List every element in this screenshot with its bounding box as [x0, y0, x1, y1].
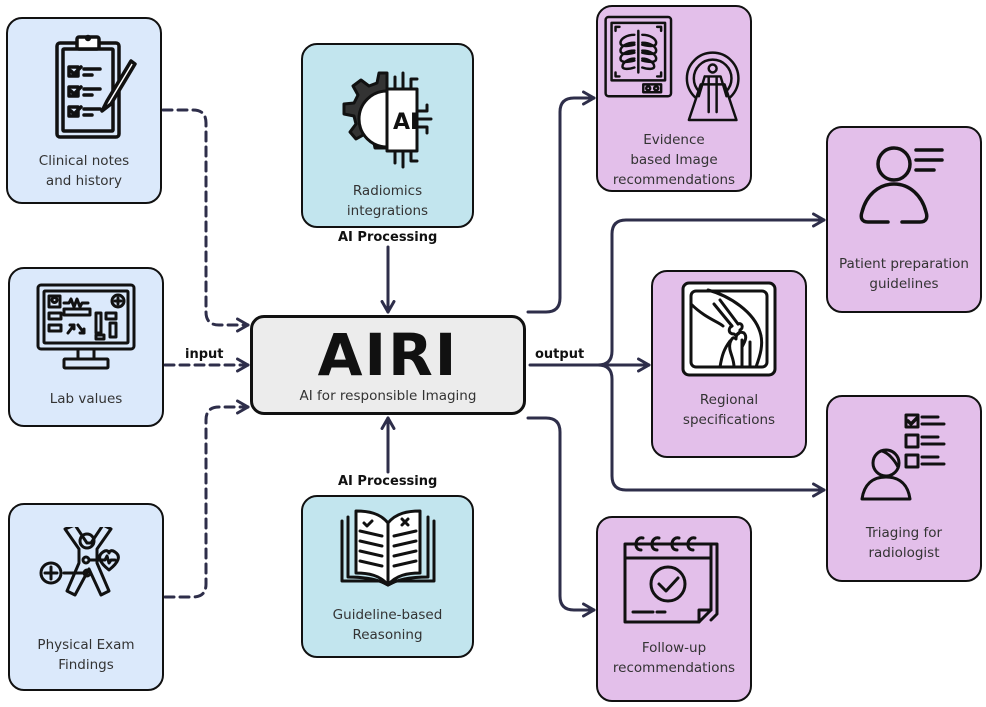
clipboard-checklist-icon [55, 34, 137, 139]
input-edge-label: input [185, 347, 224, 362]
ai-processing-top-label: AI Processing [338, 230, 438, 245]
output-node-triaging: Triaging for radiologist [826, 395, 982, 582]
processing-node-guideline-reasoning: Guideline-based Reasoning [301, 495, 474, 658]
input-node-clinical-notes: Clinical notes and history [6, 17, 162, 204]
output-edge-label: output [535, 347, 585, 362]
processing-node-radiomics: AI Radiomics integrations [301, 43, 474, 228]
calendar-check-icon [623, 536, 719, 624]
connector-airi-to-patient-prep [596, 212, 826, 367]
monitor-dashboard-icon [36, 283, 136, 370]
follow-up-label: Follow-up recommendations [612, 640, 736, 676]
output-node-patient-preparation: Patient preparation guidelines [826, 126, 982, 313]
open-book-icon [340, 509, 435, 587]
patient-preparation-label: Patient preparation guidelines [839, 256, 969, 292]
input-node-lab-values: Lab values [8, 267, 164, 427]
physical-exam-label: Physical Exam Findings [37, 637, 135, 673]
ai-processing-bottom-label: AI Processing [338, 474, 438, 489]
connector-airi-to-followup [526, 416, 596, 618]
evidence-image-label: Evidence based Image recommendations [612, 132, 736, 188]
connector-airi-to-triage [596, 363, 826, 498]
radiomics-label: Radiomics integrations [346, 183, 429, 219]
triaging-label: Triaging for radiologist [865, 525, 943, 561]
connector-clinical-to-airi [161, 108, 250, 333]
output-node-regional-specifications: Regional specifications [651, 270, 807, 458]
output-node-follow-up: Follow-up recommendations [596, 516, 752, 702]
clinical-notes-label: Clinical notes and history [38, 153, 130, 189]
svg-text:AI: AI [393, 110, 418, 135]
connector-airi-to-evidence [526, 90, 596, 314]
airi-center-node: AIRI AI for responsible Imaging [250, 315, 526, 415]
regional-specifications-label: Regional specifications [682, 392, 776, 428]
airi-subtitle: AI for responsible Imaging [299, 388, 477, 404]
connector-exam-to-airi [163, 399, 250, 599]
lab-values-label: Lab values [49, 391, 123, 407]
guideline-reasoning-label: Guideline-based Reasoning [332, 607, 443, 643]
knee-xray-icon [681, 281, 777, 377]
body-exam-icon [39, 527, 120, 597]
xray-scanner-icon [604, 15, 740, 122]
input-node-physical-exam: Physical Exam Findings [8, 503, 164, 691]
output-node-evidence-image: Evidence based Image recommendations [596, 5, 752, 192]
patient-list-icon [859, 146, 944, 224]
ai-gear-chip-icon: AI [342, 71, 432, 169]
airi-title: AIRI [317, 321, 459, 389]
patient-checklist-icon [860, 413, 946, 501]
